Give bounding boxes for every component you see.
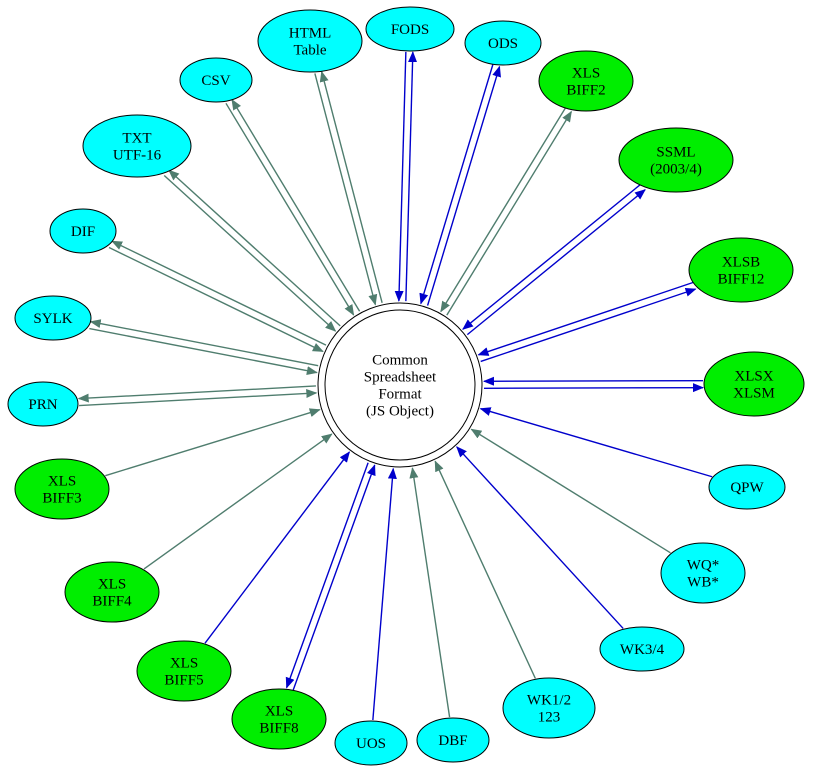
node-ods: ODS bbox=[464, 20, 542, 66]
node-label-dbf: DBF bbox=[438, 733, 467, 749]
node-label-prn: PRN bbox=[28, 397, 57, 413]
node-label-fods: FODS bbox=[391, 22, 429, 38]
node-dbf: DBF bbox=[416, 717, 490, 763]
node-qpw: QPW bbox=[708, 464, 786, 510]
node-label-uos: UOS bbox=[356, 736, 386, 752]
node-label-ods: ODS bbox=[488, 36, 518, 52]
edge-xls-biff3 bbox=[105, 408, 321, 477]
node-ellipse-html-table bbox=[257, 9, 363, 73]
node-ellipse-wk34 bbox=[599, 626, 685, 672]
edge-wq-wb bbox=[470, 428, 671, 554]
node-ellipse-sylk bbox=[14, 295, 92, 341]
node-ellipse-xls-biff5 bbox=[136, 640, 232, 702]
node-ellipse-ods bbox=[464, 20, 542, 66]
node-ellipse-wk12-123 bbox=[502, 677, 596, 739]
node-ellipse-xls-biff8 bbox=[231, 688, 327, 750]
edge-xls-biff4 bbox=[143, 433, 333, 570]
node-uos: UOS bbox=[334, 720, 408, 766]
node-label-sylk: SYLK bbox=[33, 311, 72, 327]
node-prn: PRN bbox=[7, 381, 79, 427]
node-ellipse-ssml bbox=[618, 127, 734, 193]
node-ellipse-qpw bbox=[708, 464, 786, 510]
node-ellipse-txt-utf16 bbox=[82, 114, 192, 178]
edges-layer bbox=[77, 51, 713, 721]
edge-html-table bbox=[314, 70, 383, 306]
node-ellipse-fods bbox=[365, 6, 455, 52]
node-ellipse-xls-biff2 bbox=[538, 50, 634, 112]
node-wk34: WK3/4 bbox=[599, 626, 685, 672]
node-label-qpw: QPW bbox=[730, 480, 764, 496]
edge-uos bbox=[372, 467, 397, 721]
edge-txt-utf16 bbox=[163, 169, 341, 332]
node-ellipse-uos bbox=[334, 720, 408, 766]
edge-dif bbox=[108, 240, 327, 353]
node-csv: CSV bbox=[179, 57, 253, 103]
edge-csv bbox=[225, 98, 361, 316]
center-inner-circle bbox=[324, 309, 476, 461]
edge-xls-biff2 bbox=[440, 107, 572, 316]
node-sylk: SYLK bbox=[14, 295, 92, 341]
node-label-wk34: WK3/4 bbox=[620, 642, 665, 658]
node-label-ssml: SSML(2003/4) bbox=[650, 145, 702, 178]
edge-dbf bbox=[409, 467, 451, 718]
node-label-wq-wb: WQ*WB* bbox=[687, 558, 720, 591]
edge-xlsb-biff12 bbox=[477, 281, 697, 363]
node-ellipse-prn bbox=[7, 381, 79, 427]
edge-xlsx-xlsm bbox=[482, 376, 705, 393]
node-ellipse-wq-wb bbox=[660, 542, 746, 604]
node-ssml: SSML(2003/4) bbox=[618, 127, 734, 193]
edge-xls-biff8 bbox=[285, 462, 376, 691]
edge-sylk bbox=[89, 319, 319, 376]
edge-ssml bbox=[462, 183, 646, 336]
edge-wk34 bbox=[456, 446, 624, 629]
node-label-dif: DIF bbox=[71, 224, 95, 240]
node-fods: FODS bbox=[365, 6, 455, 52]
edge-xls-biff5 bbox=[204, 451, 350, 644]
node-wq-wb: WQ*WB* bbox=[660, 542, 746, 604]
center-outer-circle bbox=[317, 302, 483, 468]
node-ellipse-dbf bbox=[416, 717, 490, 763]
edge-prn bbox=[77, 385, 318, 407]
edge-wk12-123 bbox=[434, 460, 536, 679]
node-ellipse-xlsb-biff12 bbox=[688, 237, 794, 303]
node-ellipse-csv bbox=[179, 57, 253, 103]
edge-qpw bbox=[479, 407, 713, 478]
node-label-csv: CSV bbox=[201, 73, 230, 89]
node-ellipse-dif bbox=[49, 208, 117, 254]
node-ellipse-xls-biff4 bbox=[64, 561, 160, 623]
node-ellipse-xlsx-xlsm bbox=[703, 351, 805, 417]
edge-fods bbox=[394, 51, 418, 302]
node-dif: DIF bbox=[49, 208, 117, 254]
edge-ods bbox=[419, 64, 501, 306]
node-ellipse-xls-biff3 bbox=[14, 458, 110, 520]
